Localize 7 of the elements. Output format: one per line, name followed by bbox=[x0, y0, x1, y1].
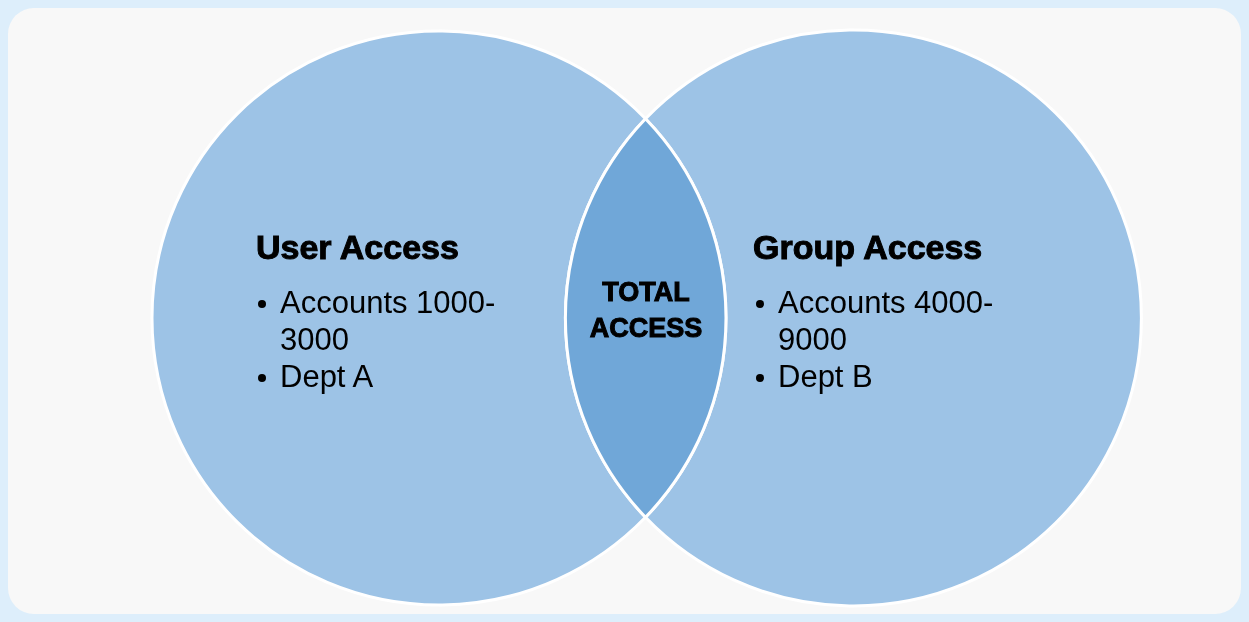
bullet-item: Dept A bbox=[280, 358, 375, 395]
bullet-item: Accounts 1000-3000 bbox=[280, 284, 497, 358]
bullet-item: Accounts 4000-9000 bbox=[778, 284, 995, 358]
circle-heading: User Access bbox=[256, 228, 459, 267]
circle-heading: Group Access bbox=[753, 228, 983, 267]
bullet-item: Dept B bbox=[778, 358, 874, 395]
overlap-label: TOTAL ACCESS bbox=[588, 276, 704, 345]
